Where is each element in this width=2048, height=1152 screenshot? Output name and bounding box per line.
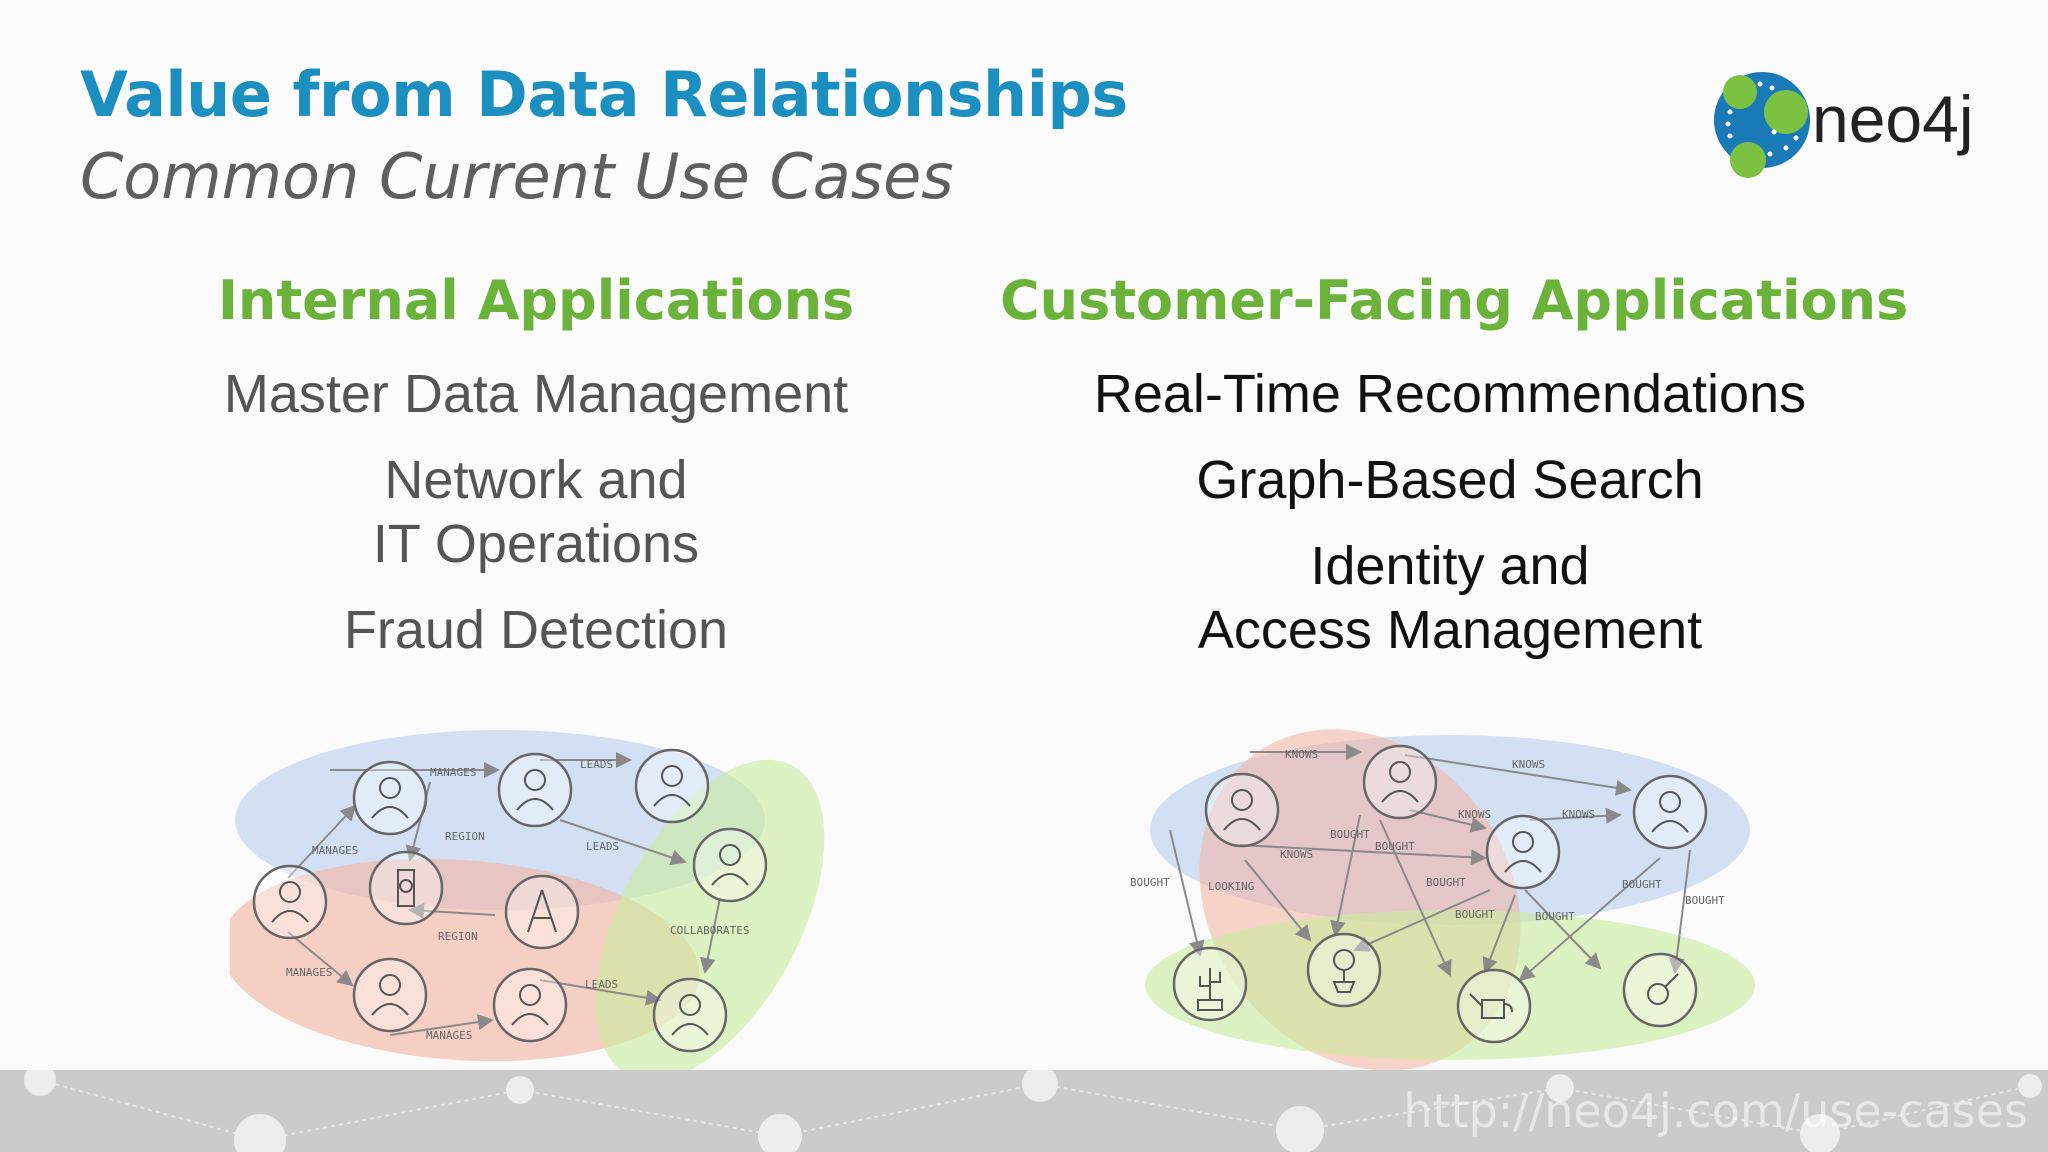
tower-icon bbox=[527, 889, 557, 933]
person-icon bbox=[1223, 789, 1261, 831]
plant-icon bbox=[1332, 949, 1356, 993]
person-icon bbox=[1651, 791, 1689, 833]
list-item: Fraud Detection bbox=[343, 600, 729, 660]
eiffel-tower-node bbox=[504, 874, 580, 950]
edge-label: REGION bbox=[445, 830, 485, 843]
person-icon bbox=[653, 765, 691, 807]
edge-label: MANAGES bbox=[426, 1029, 472, 1042]
watering-can-icon bbox=[1469, 993, 1513, 1019]
internal-applications-heading: Internal Applications bbox=[217, 269, 855, 332]
edge-label: BOUGHT bbox=[1130, 876, 1170, 889]
edge-label: REGION bbox=[438, 930, 478, 943]
footer-url: http://neo4j.com/use-cases bbox=[1403, 1084, 2028, 1138]
list-item: Graph-Based Search bbox=[1196, 450, 1704, 510]
internal-applications-column: Internal Applications Master Data Manage… bbox=[86, 262, 986, 662]
red-zone bbox=[230, 858, 700, 1062]
trowel-icon bbox=[1647, 973, 1679, 1005]
clock-tower-icon bbox=[397, 869, 415, 907]
edge-label: KNOWS bbox=[1562, 808, 1595, 821]
green-zone bbox=[1145, 910, 1755, 1060]
person-icon bbox=[671, 994, 709, 1036]
edge-label: MANAGES bbox=[286, 966, 332, 979]
network-pattern-background bbox=[24, 1070, 2042, 1152]
edge-label: BOUGHT bbox=[1375, 840, 1415, 853]
watering-can-node bbox=[1456, 968, 1532, 1044]
edge-label: LOOKING bbox=[1208, 880, 1254, 893]
edge-label: MANAGES bbox=[430, 766, 476, 779]
person-icon bbox=[371, 974, 409, 1016]
person-icon bbox=[1381, 761, 1419, 803]
org-graph-diagram: MANAGES LEADS MANAGES REGION LEADS REGIO… bbox=[230, 730, 825, 1081]
person-icon bbox=[711, 844, 749, 886]
edge-label: KNOWS bbox=[1280, 848, 1313, 861]
person-icon bbox=[371, 777, 409, 819]
edge-label: BOUGHT bbox=[1330, 828, 1370, 841]
edge-label: BOUGHT bbox=[1685, 894, 1725, 907]
person-icon bbox=[1504, 831, 1542, 873]
person-icon bbox=[511, 984, 549, 1026]
list-item: Network and IT Operations bbox=[372, 450, 700, 574]
customer-facing-applications-column: Customer-Facing Applications Real-Time R… bbox=[1000, 262, 1909, 662]
edge-label: BOUGHT bbox=[1455, 908, 1495, 921]
edge-label: MANAGES bbox=[312, 844, 358, 857]
edge-label: BOUGHT bbox=[1622, 878, 1662, 891]
edge-label: KNOWS bbox=[1512, 758, 1545, 771]
neo4j-logo: neo4j bbox=[1714, 72, 1974, 178]
cactus-icon bbox=[1197, 968, 1223, 1011]
neo4j-wordmark: neo4j bbox=[1812, 82, 1974, 156]
edge-label: KNOWS bbox=[1285, 748, 1318, 761]
list-item: Real-Time Recommendations bbox=[1093, 364, 1807, 424]
tool-node bbox=[1622, 952, 1698, 1028]
edge-label: KNOWS bbox=[1458, 808, 1491, 821]
slide-subtitle: Common Current Use Cases bbox=[80, 140, 954, 213]
recommendation-graph-diagram: KNOWS KNOWS KNOWS KNOWS KNOWS BOUGHT BOU… bbox=[1130, 729, 1755, 1071]
person-icon bbox=[516, 769, 554, 811]
edge-label: LEADS bbox=[585, 978, 618, 991]
list-item: Master Data Management bbox=[223, 364, 849, 424]
edge-label: BOUGHT bbox=[1426, 876, 1466, 889]
list-item: Identity and Access Management bbox=[1197, 536, 1703, 660]
big-ben-node bbox=[368, 850, 444, 926]
footer-banner: http://neo4j.com/use-cases bbox=[0, 1070, 2048, 1152]
edge-label: COLLABORATES bbox=[670, 924, 749, 937]
person-icon bbox=[271, 881, 309, 923]
edge-label: LEADS bbox=[586, 840, 619, 853]
slide-title: Value from Data Relationships bbox=[80, 58, 1128, 131]
edge-label: LEADS bbox=[580, 758, 613, 771]
edge-label: BOUGHT bbox=[1535, 910, 1575, 923]
customer-facing-applications-heading: Customer-Facing Applications bbox=[1000, 269, 1909, 332]
